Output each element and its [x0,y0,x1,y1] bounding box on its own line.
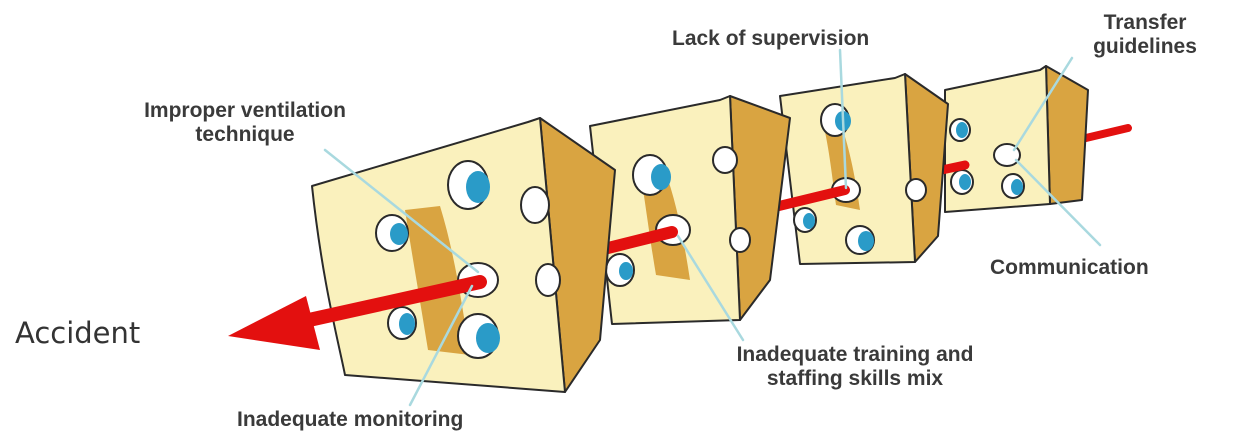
lack-of-supervision-label: Lack of supervision [672,27,869,51]
inadequate-training-label: Inadequate training and staffing skills … [680,343,1030,391]
improper-ventilation-label: Improper ventilation technique [80,99,410,147]
transfer-guidelines-line-1: Transfer [1070,11,1220,35]
inadequate-training-line-1: Inadequate training and [680,343,1030,367]
communication-label: Communication [990,256,1149,280]
transfer-guidelines-label: Transfer guidelines [1070,11,1220,59]
improper-ventilation-line-1: Improper ventilation [80,99,410,123]
transfer-guidelines-line-2: guidelines [1070,35,1220,59]
accident-label: Accident [15,316,140,350]
cheese-slice-4 [945,66,1088,212]
inadequate-monitoring-label: Inadequate monitoring [237,408,463,432]
cheese-slice-3 [780,74,948,264]
cheese-slice-2 [589,96,790,324]
inadequate-training-line-2: staffing skills mix [680,367,1030,391]
cheese-slice-1 [312,118,615,392]
improper-ventilation-line-2: technique [80,123,410,147]
